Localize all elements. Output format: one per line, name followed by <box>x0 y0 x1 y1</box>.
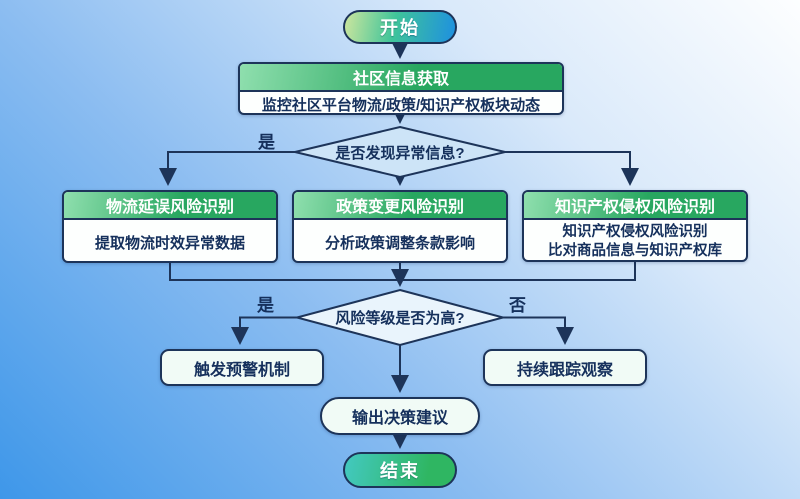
decision1-yes-label: 是 <box>258 133 275 152</box>
decision2-no-label: 否 <box>509 296 526 315</box>
decision2-yes-label: 是 <box>257 296 274 315</box>
branch-ip-box: 知识产权侵权风险识别 知识产权侵权风险识别 比对商品信息与知识产权库 <box>522 190 748 262</box>
keep-tracking-label: 持续跟踪观察 <box>516 361 613 379</box>
branch-policy-header: 政策变更风险识别 <box>294 192 506 220</box>
edge-decision1-to-ip <box>505 151 639 186</box>
decision2-diamond <box>293 288 507 347</box>
decision1-diamond <box>294 125 506 179</box>
end-node: 结束 <box>343 452 457 488</box>
branch-policy-body: 分析政策调整条款影响 <box>324 235 475 252</box>
keep-tracking-box: 持续跟踪观察 <box>483 349 647 386</box>
edge-ip-merge <box>401 262 636 281</box>
branch-policy-box: 政策变更风险识别 分析政策调整条款影响 <box>292 190 508 263</box>
branch-logistics-body: 提取物流时效异常数据 <box>94 235 245 252</box>
community-info-box: 社区信息获取 监控社区平台物流/政策/知识产权板块动态 <box>238 62 564 115</box>
community-info-body: 监控社区平台物流/政策/知识产权板块动态 <box>261 97 541 114</box>
trigger-alert-box: 触发预警机制 <box>160 349 324 386</box>
edge-decision2-no <box>503 316 574 345</box>
output-decision-box: 输出决策建议 <box>320 397 480 435</box>
community-info-header: 社区信息获取 <box>240 64 562 92</box>
end-label: 结束 <box>380 461 420 481</box>
branch-logistics-box: 物流延误风险识别 提取物流时效异常数据 <box>62 190 278 263</box>
branch-logistics-header: 物流延误风险识别 <box>64 192 276 220</box>
start-node: 开始 <box>343 10 457 44</box>
branch-ip-body-line2: 比对商品信息与知识产权库 <box>548 243 722 259</box>
branch-ip-header: 知识产权侵权风险识别 <box>524 192 746 220</box>
branch-ip-body-line1: 知识产权侵权风险识别 <box>562 224 708 240</box>
edge-decision1-to-logistics <box>159 151 295 186</box>
start-label: 开始 <box>380 18 420 38</box>
output-decision-label: 输出决策建议 <box>351 410 448 427</box>
edge-logistics-merge <box>169 263 399 281</box>
trigger-alert-label: 触发预警机制 <box>193 361 290 379</box>
edge-decision2-yes <box>231 316 297 345</box>
